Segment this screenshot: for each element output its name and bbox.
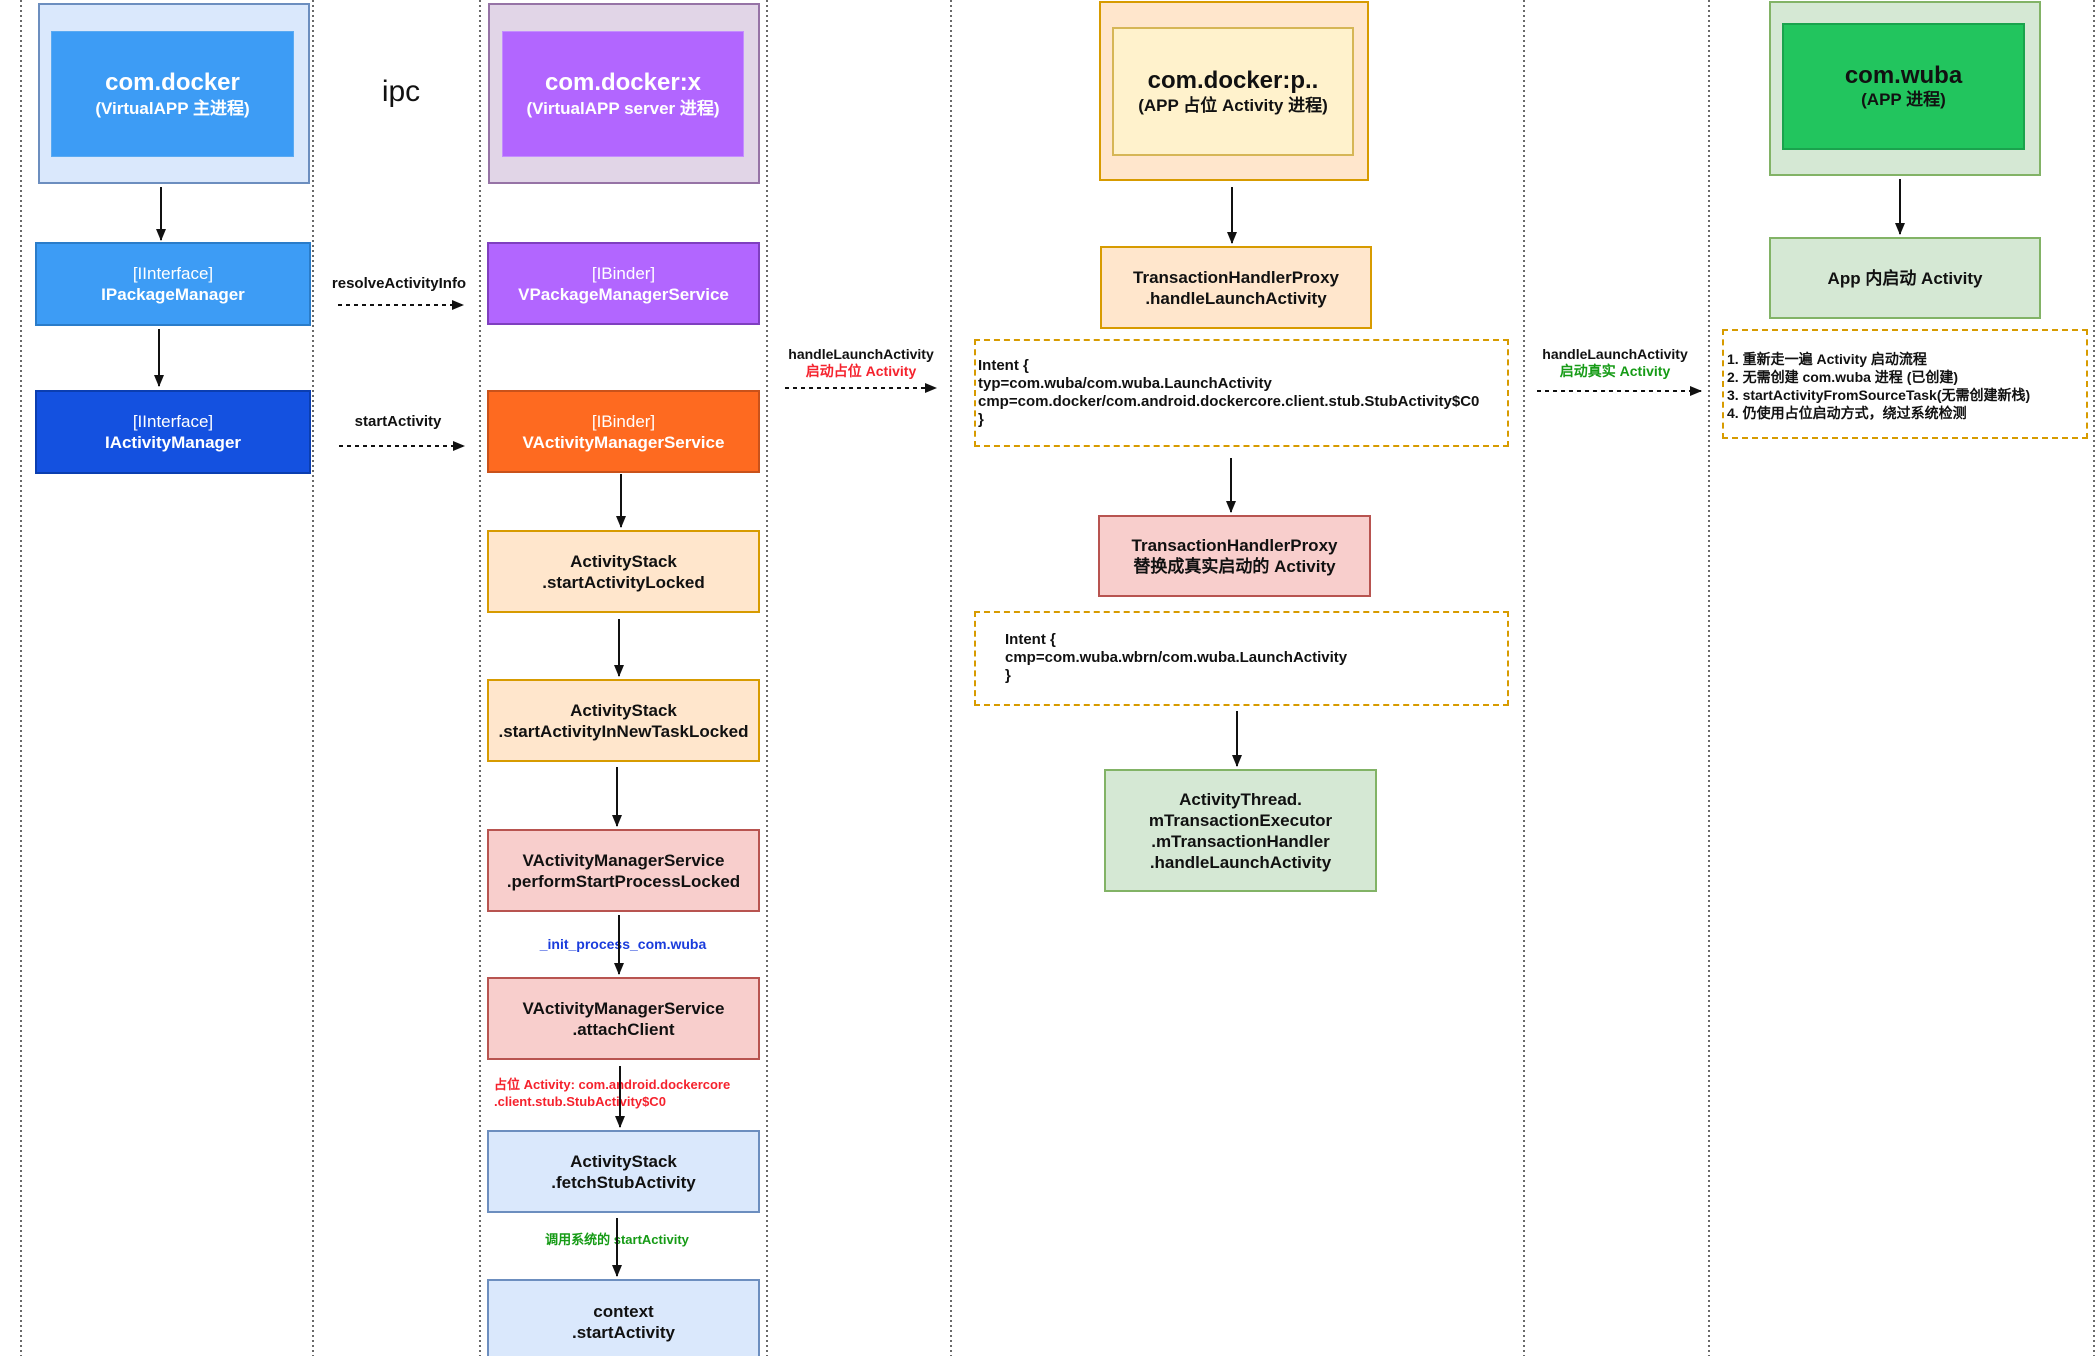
node-line2: .startActivity bbox=[572, 1322, 675, 1342]
context-start-activity-node: context .startActivity bbox=[487, 1279, 760, 1356]
main-process-title: com.docker bbox=[105, 69, 240, 96]
app-launch-activity-node: App 内启动 Activity bbox=[1769, 237, 2041, 319]
intent-line: } bbox=[1005, 667, 1011, 684]
fetch-stub-activity-node: ActivityStack .fetchStubActivity bbox=[487, 1130, 760, 1213]
node-line1: App 内启动 Activity bbox=[1827, 268, 1983, 288]
stub-activity-edge-label-line1: 占位 Activity: com.android.dockercore bbox=[494, 1077, 731, 1092]
ipc-label: ipc bbox=[381, 75, 421, 108]
launch-stub-edge-label: handleLaunchActivity 启动占位 Activity bbox=[776, 346, 946, 380]
iactivitymanager-node: [IInterface] IActivityManager bbox=[35, 390, 311, 474]
note-line: 3. startActivityFromSourceTask(无需创建新栈) bbox=[1727, 387, 2031, 403]
start-activity-in-new-task-locked-node: ActivityStack .startActivityInNewTaskLoc… bbox=[487, 679, 760, 762]
transaction-handler-proxy-node: TransactionHandlerProxy .handleLaunchAct… bbox=[1100, 246, 1372, 329]
node-kind: [IBinder] bbox=[591, 411, 656, 431]
note-line: 2. 无需创建 com.wuba 进程 (已创建) bbox=[1727, 369, 1959, 385]
intent-after-box bbox=[974, 611, 1509, 706]
node-line2: .fetchStubActivity bbox=[551, 1172, 696, 1192]
vpackagemanagerservice-node: [IBinder] VPackageManagerService bbox=[487, 242, 760, 325]
launch-stub-note: 启动占位 Activity bbox=[805, 363, 917, 379]
activity-thread-node: ActivityThread. mTransactionExecutor .mT… bbox=[1104, 769, 1377, 892]
stub-process-subtitle: (APP 占位 Activity 进程) bbox=[1138, 95, 1328, 115]
intent-line: Intent { bbox=[1005, 631, 1056, 648]
intent-line: cmp=com.wuba.wbrn/com.wuba.LaunchActivit… bbox=[1005, 649, 1348, 666]
attach-client-node: VActivityManagerService .attachClient bbox=[487, 977, 760, 1060]
node-kind: [IBinder] bbox=[591, 263, 656, 283]
node-line2: .performStartProcessLocked bbox=[506, 871, 741, 891]
node-name: VActivityManagerService bbox=[522, 432, 725, 452]
node-line3: .mTransactionHandler bbox=[1151, 831, 1330, 851]
node-line2: 替换成真实启动的 Activity bbox=[1133, 557, 1336, 576]
node-name: IActivityManager bbox=[104, 433, 242, 452]
stub-activity-edge-label: 占位 Activity: com.android.dockercore .cli… bbox=[494, 1076, 730, 1110]
app-notes-text: 1. 重新走一遍 Activity 启动流程 2. 无需创建 com.wuba … bbox=[1727, 350, 2030, 422]
resolve-activity-info-label: resolveActivityInfo bbox=[331, 275, 467, 292]
node-name: IPackageManager bbox=[101, 285, 245, 304]
node-line1: ActivityThread. bbox=[1179, 789, 1302, 809]
intent-line: typ=com.wuba/com.wuba.LaunchActivity bbox=[978, 375, 1272, 392]
replace-real-activity-node: TransactionHandlerProxy 替换成真实启动的 Activit… bbox=[1098, 515, 1371, 597]
perform-start-process-locked-node: VActivityManagerService .performStartPro… bbox=[487, 829, 760, 912]
server-process-title: com.docker:x bbox=[544, 69, 702, 96]
launch-real-edge-label: handleLaunchActivity 启动真实 Activity bbox=[1530, 346, 1700, 380]
intent-line: cmp=com.docker/com.android.dockercore.cl… bbox=[978, 393, 1480, 410]
app-process-node: com.wuba (APP 进程) bbox=[1782, 23, 2025, 150]
intent-before-text: Intent { typ=com.wuba/com.wuba.LaunchAct… bbox=[978, 357, 1479, 429]
intent-before-box bbox=[974, 339, 1509, 447]
node-line2: .handleLaunchActivity bbox=[1145, 288, 1327, 308]
node-line4: .handleLaunchActivity bbox=[1149, 852, 1332, 872]
node-line1: ActivityStack bbox=[570, 700, 677, 720]
start-activity-locked-node: ActivityStack .startActivityLocked bbox=[487, 530, 760, 613]
node-kind: [IInterface] bbox=[132, 412, 214, 431]
node-line1: VActivityManagerService bbox=[522, 850, 725, 870]
app-notes-box bbox=[1722, 329, 2088, 439]
node-line1: ActivityStack bbox=[570, 551, 677, 571]
main-process-node: com.docker (VirtualAPP 主进程) bbox=[51, 31, 294, 157]
node-line1: ActivityStack bbox=[570, 1151, 677, 1171]
ipackagemanager-node: [IInterface] IPackageManager bbox=[35, 242, 311, 326]
vactivitymanagerservice-node: [IBinder] VActivityManagerService bbox=[487, 390, 760, 473]
launch-real-method: handleLaunchActivity bbox=[1542, 346, 1688, 362]
stub-activity-edge-label-line2: .client.stub.StubActivity$C0 bbox=[494, 1094, 666, 1109]
note-line: 1. 重新走一遍 Activity 启动流程 bbox=[1727, 351, 1927, 367]
node-line1: TransactionHandlerProxy bbox=[1131, 536, 1338, 555]
start-activity-label: startActivity bbox=[354, 413, 442, 430]
node-line2: mTransactionExecutor bbox=[1148, 810, 1333, 830]
node-line1: VActivityManagerService bbox=[522, 998, 725, 1018]
main-process-subtitle: (VirtualAPP 主进程) bbox=[95, 99, 250, 118]
node-name: VPackageManagerService bbox=[518, 284, 729, 304]
intent-after-text: Intent { cmp=com.wuba.wbrn/com.wuba.Laun… bbox=[1005, 631, 1347, 685]
stub-process-node: com.docker:p.. (APP 占位 Activity 进程) bbox=[1112, 27, 1354, 156]
app-process-subtitle: (APP 进程) bbox=[1861, 90, 1946, 109]
intent-line: } bbox=[978, 411, 984, 428]
node-line2: .startActivityInNewTaskLocked bbox=[498, 721, 749, 741]
stub-process-title: com.docker:p.. bbox=[1147, 66, 1319, 94]
app-process-title: com.wuba bbox=[1844, 62, 1963, 89]
server-process-node: com.docker:x (VirtualAPP server 进程) bbox=[502, 31, 744, 157]
intent-line: Intent { bbox=[978, 357, 1029, 374]
node-kind: [IInterface] bbox=[132, 264, 214, 283]
system-start-activity-edge-label: 调用系统的 startActivity bbox=[545, 1232, 689, 1247]
launch-real-note: 启动真实 Activity bbox=[1559, 363, 1671, 379]
node-line1: context bbox=[593, 1301, 654, 1321]
node-line2: .attachClient bbox=[572, 1019, 675, 1039]
launch-stub-method: handleLaunchActivity bbox=[788, 346, 934, 362]
note-line: 4. 仍使用占位启动方式，绕过系统检测 bbox=[1727, 405, 1967, 421]
node-line2: .startActivityLocked bbox=[542, 572, 705, 592]
server-process-subtitle: (VirtualAPP server 进程) bbox=[526, 99, 720, 118]
node-line1: TransactionHandlerProxy bbox=[1133, 267, 1339, 287]
init-process-edge-label: _init_process_com.wuba bbox=[539, 936, 707, 952]
